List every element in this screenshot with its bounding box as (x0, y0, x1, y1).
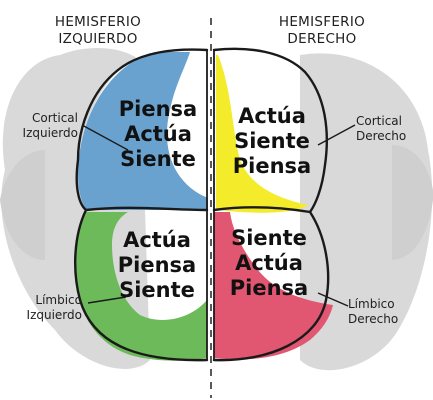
quadrant-top-left-words: Piensa Actúa Siente (103, 97, 213, 172)
word-bottom-right-2: Actúa (235, 251, 303, 275)
brain-outline (74, 47, 330, 362)
label-cortical-derecho-line-2: Derecho (356, 129, 407, 143)
word-bottom-right-3: Piensa (229, 276, 309, 300)
word-top-right-1: Actúa (238, 104, 306, 128)
quadrant-bottom-left-words: Actúa Piensa Siente (102, 228, 212, 303)
word-top-left-3: Siente (120, 147, 196, 171)
word-top-right-2: Siente (234, 129, 310, 153)
label-limbico-izquierdo-line-1: Límbico (35, 293, 82, 307)
word-bottom-left-2: Piensa (117, 253, 197, 277)
quadrant-bottom-right-words: Siente Actúa Piensa (214, 226, 324, 301)
label-cortical-izquierdo-line-2: Izquierdo (22, 126, 78, 140)
label-cortical-derecho: Cortical Derecho (356, 114, 431, 144)
word-bottom-left-3: Siente (119, 278, 195, 302)
header-right-line-2: DERECHO (287, 31, 357, 47)
header-left-line-2: IZQUIERDO (58, 31, 138, 47)
label-cortical-izquierdo: Cortical Izquierdo (8, 111, 78, 141)
label-limbico-derecho-line-2: Derecho (348, 312, 399, 326)
label-cortical-izquierdo-line-1: Cortical (32, 111, 78, 125)
left-hemisphere-header: HEMISFERIO IZQUIERDO (38, 14, 158, 48)
word-top-left-2: Actúa (124, 122, 192, 146)
label-limbico-derecho-line-1: Límbico (348, 297, 395, 311)
label-limbico-izquierdo-line-2: Izquierdo (26, 308, 82, 322)
quadrant-top-right-words: Actúa Siente Piensa (217, 104, 327, 179)
header-right-line-1: HEMISFERIO (278, 14, 366, 30)
quadrant-top-right-blob (216, 55, 308, 213)
quadrant-top-left-color (78, 52, 208, 210)
label-cortical-derecho-line-1: Cortical (356, 114, 402, 128)
quadrant-bottom-right-color (214, 212, 333, 360)
word-bottom-right-1: Siente (231, 226, 307, 250)
label-limbico-derecho: Límbico Derecho (348, 297, 423, 327)
header-left-line-1: HEMISFERIO (54, 14, 142, 30)
quadrant-bottom-left-color (76, 212, 207, 361)
right-hemisphere-header: HEMISFERIO DERECHO (262, 14, 382, 48)
word-bottom-left-1: Actúa (123, 228, 191, 252)
label-limbico-izquierdo: Límbico Izquierdo (10, 293, 82, 323)
word-top-left-1: Piensa (118, 97, 198, 121)
word-top-right-3: Piensa (232, 154, 312, 178)
label-pointers (81, 124, 356, 307)
